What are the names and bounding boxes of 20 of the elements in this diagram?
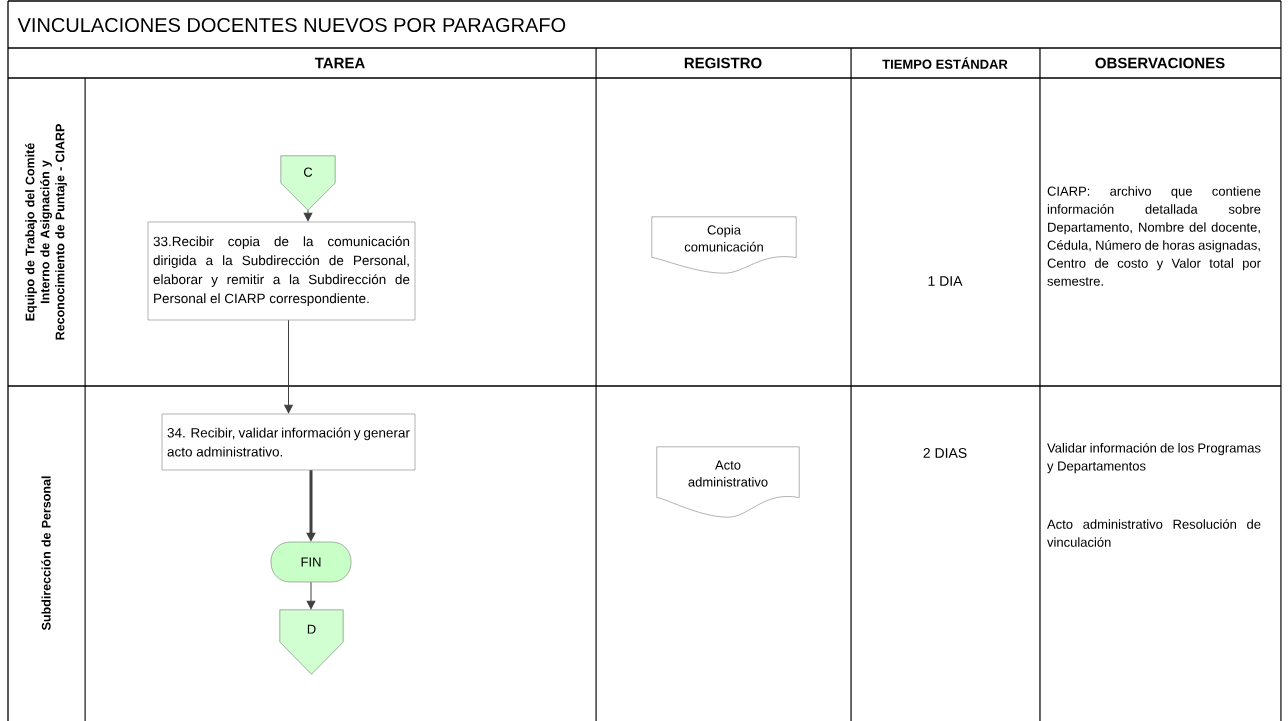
off-page-connector: D	[279, 609, 344, 675]
arrow	[306, 581, 316, 610]
arrow	[284, 319, 293, 414]
process-box: 34. Recibir, validar información y generar acto administrativo.	[161, 413, 416, 471]
lane-label: Equipo de Trabajo del Comité Interno de Asignación y Reconocimiento de Puntaje - CIARP	[25, 124, 67, 340]
column-header: REGISTRO	[684, 57, 762, 69]
off-page-connector: C	[280, 155, 336, 211]
time-value: 2 DIAS	[923, 448, 967, 458]
time-value: 1 DIA	[928, 276, 963, 286]
column-header: TAREA	[314, 57, 365, 69]
title: VINCULACIONES DOCENTES NUEVOS POR PARAGRAFO	[17, 17, 566, 33]
note-text: CIARP: archivo que contiene información detallada sobre Departamento, Nombre del docente, Cédula, Número de horas asignadas, Centro de costo y Valor total por semestre.	[1047, 186, 1261, 286]
note-text: Validar información de los Programas y Departamentos	[1047, 442, 1261, 474]
lane-label: Subdirección de Personal	[41, 476, 51, 631]
note-text: Acto administrativo Resolución de vinculación	[1047, 519, 1261, 547]
terminator: FIN	[270, 541, 352, 583]
arrow	[303, 209, 313, 222]
column-header: OBSERVACIONES	[1095, 57, 1225, 69]
process-box: 33.Recibir copia de la comunicación dirigida a la Subdirección de Personal, elaborar y remitir a la Subdirección de Personal el CIARP correspondiente.	[147, 221, 416, 321]
column-header: TIEMPO ESTÁNDAR	[882, 57, 1008, 69]
